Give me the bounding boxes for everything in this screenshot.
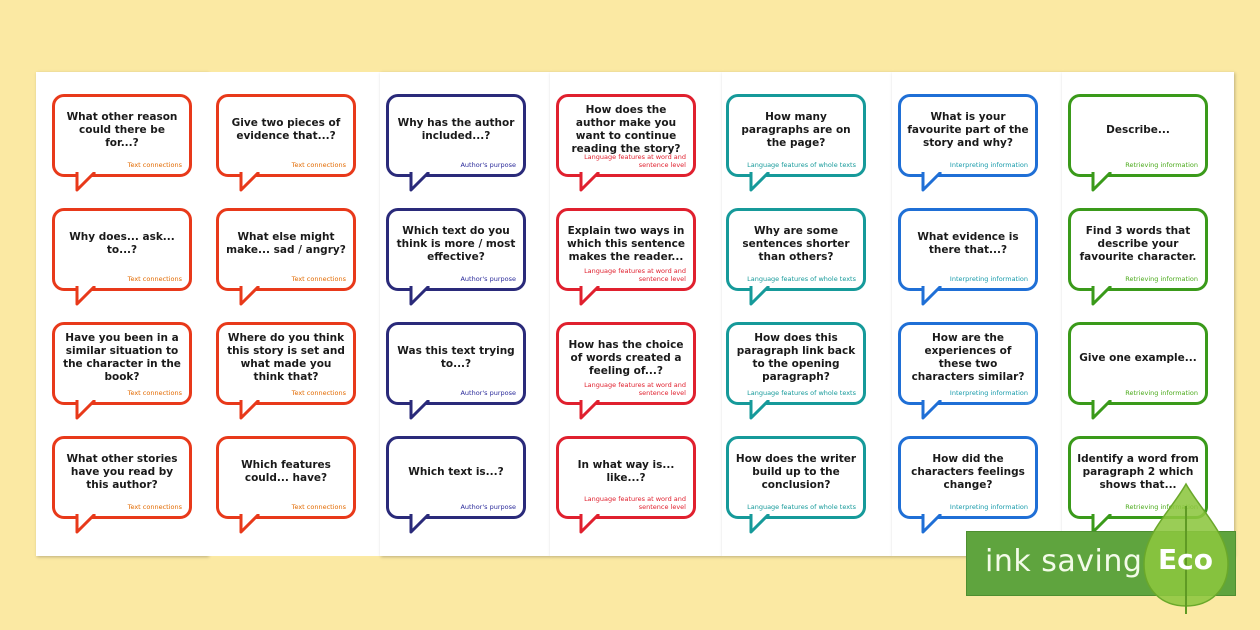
speech-bubble-card: Find 3 words that describe your favourit… bbox=[1068, 208, 1208, 306]
speech-bubble-card: How has the choice of words created a fe… bbox=[556, 322, 696, 420]
card-question: Where do you think this story is set and… bbox=[227, 332, 345, 383]
card-category: Retrieving information bbox=[1125, 503, 1198, 511]
card-category: Author's purpose bbox=[460, 275, 516, 283]
eco-label: Eco bbox=[1158, 543, 1213, 576]
leaf-icon bbox=[1143, 482, 1229, 614]
card-question: How does the writer build up to the conc… bbox=[735, 452, 857, 491]
card-question: Have you been in a similar situation to … bbox=[63, 332, 181, 383]
speech-bubble-card: Which text do you think is more / most e… bbox=[386, 208, 526, 306]
card-category: Language features of whole texts bbox=[747, 275, 856, 283]
card-category: Text connections bbox=[127, 389, 182, 397]
card-category: Language features of whole texts bbox=[747, 503, 856, 511]
card-question: Explain two ways in which this sentence … bbox=[567, 224, 685, 263]
card-category: Retrieving information bbox=[1125, 389, 1198, 397]
card-category: Interpreting information bbox=[949, 275, 1028, 283]
speech-bubble-card: How does the author make you want to con… bbox=[556, 94, 696, 192]
card-category: Author's purpose bbox=[460, 161, 516, 169]
card-question: What other stories have you read by this… bbox=[66, 452, 178, 491]
card-category: Language features of whole texts bbox=[747, 389, 856, 397]
card-category: Interpreting information bbox=[949, 161, 1028, 169]
speech-bubble-card: Give two pieces of evidence that...? Text… bbox=[216, 94, 356, 192]
card-question: Which features could... have? bbox=[241, 459, 331, 484]
card-category: Text connections bbox=[127, 503, 182, 511]
card-question: Which text is...? bbox=[408, 465, 504, 478]
card-question: How has the choice of words created a fe… bbox=[568, 338, 684, 377]
card-question: How did the characters feelings change? bbox=[911, 452, 1025, 491]
card-question: Describe... bbox=[1106, 123, 1170, 136]
speech-bubble-card: How does the writer build up to the conc… bbox=[726, 436, 866, 534]
card-category: Author's purpose bbox=[460, 389, 516, 397]
card-question: Was this text trying to...? bbox=[397, 345, 515, 370]
card-category: Language features at word and sentence l… bbox=[584, 153, 686, 169]
speech-bubble-card: What is your favourite part of the story… bbox=[898, 94, 1038, 192]
speech-bubble-card: What evidence is there that...? Interpret… bbox=[898, 208, 1038, 306]
card-question: Identify a word from paragraph 2 which s… bbox=[1077, 452, 1199, 491]
card-category: Language features of whole texts bbox=[747, 161, 856, 169]
speech-bubble-card: Describe... Retrieving information bbox=[1068, 94, 1208, 192]
card-category: Text connections bbox=[127, 161, 182, 169]
speech-bubble-card: What other reason could there be for...?… bbox=[52, 94, 192, 192]
card-category: Language features at word and sentence l… bbox=[584, 495, 686, 511]
speech-bubble-card: How does this paragraph link back to the… bbox=[726, 322, 866, 420]
card-question: Why has the author included...? bbox=[397, 117, 515, 142]
card-category: Text connections bbox=[127, 275, 182, 283]
card-category: Interpreting information bbox=[949, 503, 1028, 511]
card-category: Retrieving information bbox=[1125, 161, 1198, 169]
speech-bubble-card: What other stories have you read by this… bbox=[52, 436, 192, 534]
speech-bubble-card: Which features could... have? Text connec… bbox=[216, 436, 356, 534]
card-category: Text connections bbox=[291, 503, 346, 511]
speech-bubble-card: Where do you think this story is set and… bbox=[216, 322, 356, 420]
card-question: Why does... ask... to...? bbox=[69, 231, 175, 256]
card-category: Language features at word and sentence l… bbox=[584, 381, 686, 397]
card-category: Text connections bbox=[291, 161, 346, 169]
card-question: How many paragraphs are on the page? bbox=[741, 110, 851, 149]
card-question: Give one example... bbox=[1079, 351, 1197, 364]
card-category: Retrieving information bbox=[1125, 275, 1198, 283]
card-question: Which text do you think is more / most e… bbox=[396, 224, 516, 263]
card-question: What is your favourite part of the story… bbox=[907, 110, 1029, 149]
card-question: Give two pieces of evidence that...? bbox=[231, 117, 341, 142]
speech-bubble-card: Why has the author included...? Author's … bbox=[386, 94, 526, 192]
card-category: Text connections bbox=[291, 275, 346, 283]
speech-bubble-card: What else might make... sad / angry? Text… bbox=[216, 208, 356, 306]
speech-bubble-card: Have you been in a similar situation to … bbox=[52, 322, 192, 420]
card-category: Author's purpose bbox=[460, 503, 516, 511]
speech-bubble-card: Give one example... Retrieving informatio… bbox=[1068, 322, 1208, 420]
speech-bubble-card: How did the characters feelings change? I… bbox=[898, 436, 1038, 534]
card-question: Find 3 words that describe your favourit… bbox=[1079, 224, 1197, 263]
speech-bubble-card: In what way is... like...? Language featu… bbox=[556, 436, 696, 534]
speech-bubble-card: Why does... ask... to...? Text connection… bbox=[52, 208, 192, 306]
speech-bubble-card: Was this text trying to...? Author's purp… bbox=[386, 322, 526, 420]
card-question: How does the author make you want to con… bbox=[571, 104, 681, 155]
card-category: Interpreting information bbox=[949, 389, 1028, 397]
card-question: In what way is... like...? bbox=[577, 459, 675, 484]
card-question: How are the experiences of these two cha… bbox=[911, 332, 1025, 383]
speech-bubble-card: Explain two ways in which this sentence … bbox=[556, 208, 696, 306]
card-question: What evidence is there that...? bbox=[917, 231, 1019, 256]
card-question: What else might make... sad / angry? bbox=[226, 231, 346, 256]
speech-bubble-card: How are the experiences of these two cha… bbox=[898, 322, 1038, 420]
speech-bubble-card: Why are some sentences shorter than othe… bbox=[726, 208, 866, 306]
card-category: Text connections bbox=[291, 389, 346, 397]
card-question: Why are some sentences shorter than othe… bbox=[742, 224, 850, 263]
card-question: How does this paragraph link back to the… bbox=[736, 332, 856, 383]
ink-saving-label: ink saving bbox=[985, 544, 1143, 579]
speech-bubble-card: How many paragraphs are on the page? Lang… bbox=[726, 94, 866, 192]
card-category: Language features at word and sentence l… bbox=[584, 267, 686, 283]
card-question: What other reason could there be for...? bbox=[66, 110, 178, 149]
speech-bubble-card: Which text is...? Author's purpose bbox=[386, 436, 526, 534]
